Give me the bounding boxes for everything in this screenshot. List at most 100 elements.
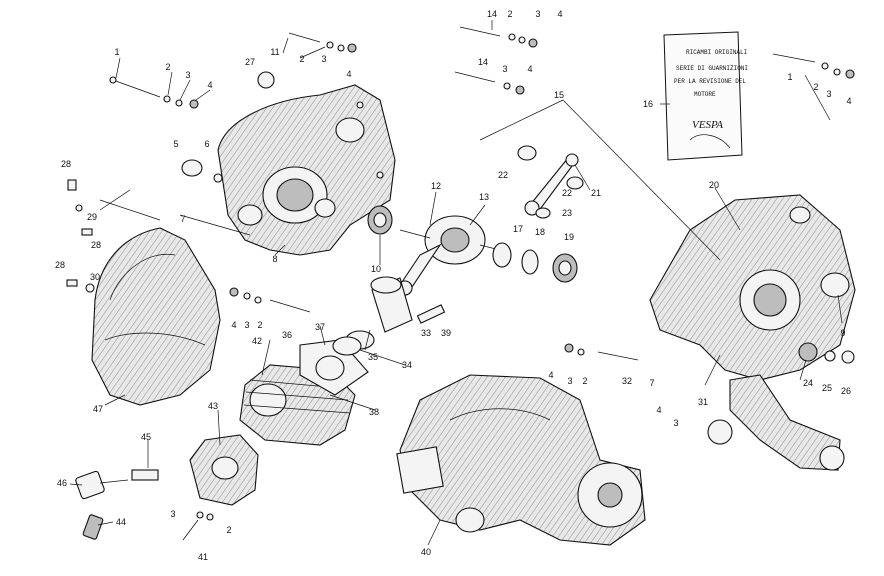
callout-4-5: 4 (846, 96, 851, 106)
cylinder-head (189, 434, 259, 506)
booklet-header: RICAMBI ORIGINALI (686, 49, 747, 56)
callout-4-6: 4 (231, 320, 236, 330)
crankshaft (399, 215, 501, 265)
callout-3-3: 3 (535, 9, 540, 19)
right-crankcase-half (649, 194, 856, 471)
main-bearing-right (492, 242, 578, 283)
cap-connector (82, 514, 104, 540)
spark-plug-cap (75, 470, 129, 500)
callout-47: 47 (93, 404, 103, 414)
callout-26: 26 (841, 386, 851, 396)
callout-39: 39 (441, 328, 451, 338)
callout-1: 1 (114, 47, 119, 57)
callout-13: 13 (479, 192, 489, 202)
callout-34: 34 (402, 360, 412, 370)
callout-7: 7 (180, 214, 185, 224)
assembled-engine (396, 374, 646, 546)
callout-32: 32 (622, 376, 632, 386)
callout-11: 11 (270, 47, 279, 57)
callout-4: 4 (207, 80, 212, 90)
callout-30: 30 (90, 272, 100, 282)
callout-8: 8 (272, 254, 277, 264)
small-bolts-left (66, 71, 275, 293)
bolt-middle (229, 287, 311, 313)
callout-28: 28 (61, 159, 71, 169)
callout-3-9: 3 (170, 509, 175, 519)
callout-45: 45 (141, 432, 151, 442)
booklet-line3: MOTORE (694, 91, 716, 98)
callout-42: 42 (252, 336, 262, 346)
callout-16: 16 (643, 99, 653, 109)
callout-23: 23 (562, 208, 572, 218)
callout-2-7: 2 (226, 525, 231, 535)
callout-28-2: 28 (91, 240, 101, 250)
callout-37: 37 (315, 322, 325, 332)
callout-5: 5 (173, 139, 178, 149)
booklet-line2: PER LA REVISIONE DEL (674, 78, 746, 85)
callout-2-6: 2 (582, 376, 587, 386)
callout-44: 44 (116, 517, 126, 527)
bolt-bottom-left (182, 511, 214, 541)
callout-3-5: 3 (826, 89, 831, 99)
callout-41: 41 (198, 552, 208, 562)
callout-2-2: 2 (299, 54, 304, 64)
callout-2-3: 2 (507, 9, 512, 19)
bearing-rings (517, 145, 584, 219)
callout-3-2: 3 (321, 54, 326, 64)
callout-36: 36 (282, 330, 292, 340)
piston (332, 276, 446, 356)
gear-cluster (798, 342, 855, 364)
callout-14: 14 (487, 9, 497, 19)
connecting-rod (397, 243, 442, 296)
callout-3-6: 3 (244, 320, 249, 330)
callout-4-2: 4 (346, 69, 351, 79)
callout-3-4: 3 (502, 64, 507, 74)
callout-3-7: 3 (567, 376, 572, 386)
callout-17: 17 (513, 224, 523, 234)
callout-1-2: 1 (787, 72, 792, 82)
callout-31: 31 (698, 397, 708, 407)
callout-2-4: 2 (813, 82, 818, 92)
callout-4-4: 4 (527, 64, 532, 74)
bolt-top-right (772, 53, 855, 79)
callout-10: 10 (371, 264, 381, 274)
callout-9: 9 (840, 328, 845, 338)
callout-25: 25 (822, 383, 832, 393)
leader-lines (69, 20, 843, 546)
callout-27: 27 (245, 57, 255, 67)
booklet-line1: SERIE DI GUARNIZIONI (676, 65, 748, 72)
callout-14-2: 14 (478, 57, 488, 67)
callout-3: 3 (185, 70, 190, 80)
callout-19: 19 (564, 232, 574, 242)
callout-24: 24 (803, 378, 813, 388)
gasket-booklet: RICAMBI ORIGINALI SERIE DI GUARNIZIONI P… (663, 31, 748, 161)
callout-29: 29 (87, 212, 97, 222)
callout-6: 6 (204, 139, 209, 149)
bolt-top-left (109, 76, 199, 109)
callout-38: 38 (369, 407, 379, 417)
callout-21: 21 (591, 188, 601, 198)
booklet-brand: VESPA (692, 119, 723, 131)
callout-22-2: 22 (562, 188, 572, 198)
callout-4-7: 4 (548, 370, 553, 380)
callout-2: 2 (165, 62, 170, 72)
callout-43: 43 (208, 401, 218, 411)
callout-15: 15 (554, 90, 564, 100)
bolt-right-middle (564, 343, 639, 361)
left-crankcase-half (217, 84, 396, 256)
fan-cover (91, 227, 221, 406)
spark-plug (131, 469, 159, 481)
callout-4-3: 4 (557, 9, 562, 19)
bolt-top-center (454, 26, 538, 95)
callout-40: 40 (421, 547, 431, 557)
bolt-top-mid (288, 32, 357, 53)
callout-7-2: 7 (649, 378, 654, 388)
callout-12: 12 (431, 181, 441, 191)
callout-20: 20 (709, 180, 719, 190)
conrod-spare (524, 153, 579, 216)
callout-2-5: 2 (257, 320, 262, 330)
callout-28-3: 28 (55, 260, 65, 270)
